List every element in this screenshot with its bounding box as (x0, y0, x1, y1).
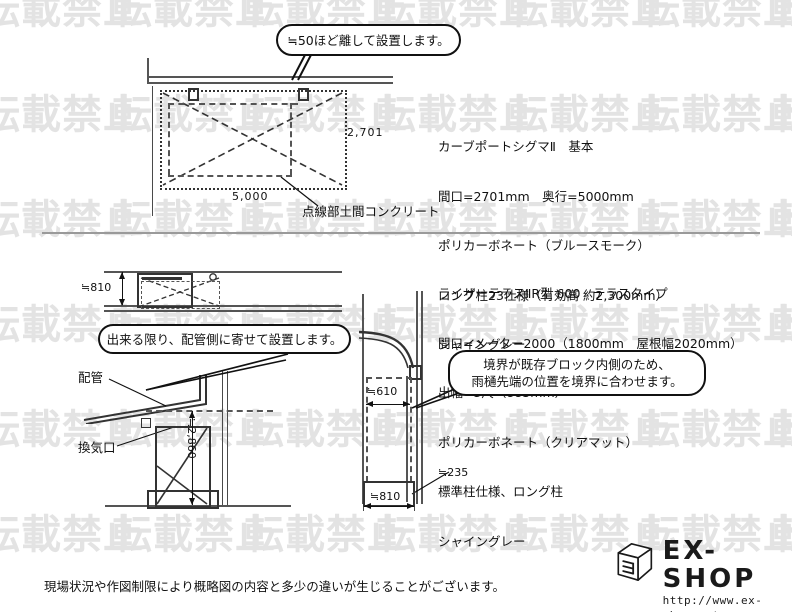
dim-810b-arrow-left (364, 503, 371, 509)
spec-carport-line5: シャイングレー (438, 337, 526, 352)
dim-235-label: ≒235 (438, 466, 469, 479)
top-callout-tail (291, 52, 313, 81)
elevation-label-pipe: 配管 (78, 370, 104, 385)
terrace-plan-unit-box (137, 273, 193, 308)
watermark-text: 転載禁止 (0, 0, 144, 33)
spec-carport-line3: ポリカーボネート（ブルースモーク） (438, 238, 650, 253)
plan-cross-diagonals (162, 92, 343, 186)
dim-810-line (122, 272, 123, 305)
spec-carport-line2: 間口=2701mm 奥行=5000mm (438, 188, 634, 204)
watermark-text: 転載禁止 (772, 305, 792, 345)
elevation-vent-leader (116, 426, 175, 447)
dim-2860-label: ≒2,860 (185, 418, 198, 459)
section-divider (42, 232, 760, 234)
watermark-text: 転載禁止 (112, 197, 276, 243)
watermark-text: 転載禁止 (508, 0, 672, 33)
callout-boundary: 境界が既存ブロック内側のため、 雨樋先端の位置を境界に合わせます。 (448, 350, 706, 396)
watermark-text: 転載禁止 (772, 0, 792, 30)
dim-2860-arrow-down (189, 498, 195, 505)
spec-terrace: ライザーテラスⅡR型 600 テラスタイプ 間口=メーター2000（1800mm… (438, 253, 743, 583)
plan-post-right (298, 88, 309, 101)
dim-810b-dimline (364, 506, 414, 507)
plan-roof-edge-vertical (290, 103, 292, 175)
dim-810b-label: ≒810 (370, 490, 401, 503)
terrace-plan-wall-bottom-a (104, 305, 342, 307)
terrace-plan-cross (140, 277, 220, 307)
spec-terrace-line1: ライザーテラスⅡR型 600 テラスタイプ (438, 286, 668, 301)
plan-dim-depth-label: 2,701 (347, 126, 384, 139)
section-terrace-roof-curve (358, 330, 415, 369)
watermark-text: 転載禁止 (244, 407, 408, 453)
watermark-text: 転載禁止 (112, 0, 276, 33)
watermark-text: 転載禁止 (0, 92, 144, 138)
dim-610-line (366, 404, 410, 405)
plan-carport-outline (160, 90, 347, 190)
callout-pipe-side-tail (145, 353, 289, 391)
dim-610-arrow-left (366, 401, 373, 407)
spec-terrace-line5: 標準柱仕様、ロング柱 (438, 484, 564, 499)
spec-terrace-line6: シャイングレー (438, 533, 526, 549)
footer-line1: 現場状況や作図制限により概略図の内容と多少の違いが生じることがございます。 (44, 579, 506, 594)
elevation-reference-line-a (222, 371, 223, 505)
plan-boundary-wall-left-return (147, 58, 149, 82)
box-cube-icon (617, 543, 653, 581)
terrace-plan-downpipe-circle (209, 273, 217, 281)
watermark-text: 転載禁止 (772, 410, 792, 450)
elevation-pipe-lines (83, 375, 207, 424)
plan-concrete-note: 点線部土間コンクリート (302, 204, 440, 219)
spec-terrace-line2: 間口=メーター2000（1800mm 屋根幅2020mm） (438, 335, 743, 351)
plan-roof-edge-dashed-bottom (168, 175, 292, 177)
callout-top-distance: ≒50ほど離して設置します。 (276, 24, 461, 56)
footer-note: 現場状況や作図制限により概略図の内容と多少の違いが生じることがございます。 施工… (44, 537, 505, 612)
watermark-text: 転載禁止 (640, 0, 792, 33)
elevation-reference-line-b (227, 371, 228, 505)
logo-url[interactable]: http://www.ex-shop.net (662, 594, 763, 612)
plan-dim-width-label: 5,000 (232, 190, 269, 203)
watermark-text: 転載禁止 (0, 197, 144, 243)
section-block-wall-a (416, 291, 418, 504)
elevation-post-footing (147, 490, 219, 509)
section-dashed-right (410, 377, 412, 482)
dim-610-arrow-right (403, 401, 410, 407)
elevation-terrace-roof-dashed (146, 410, 273, 412)
section-dashed-top (366, 377, 412, 379)
terrace-plan-roof-dashed (141, 281, 220, 309)
dim-810b-arrow-right (407, 503, 414, 509)
terrace-plan-wall-top (104, 271, 342, 273)
dim-810-arrow-down (119, 299, 125, 306)
elevation-vent-opening (141, 418, 151, 428)
elevation-pipe-leader (108, 378, 167, 407)
dim-235-leader (411, 471, 450, 495)
dim-810-arrow-up (119, 272, 125, 279)
terrace-plan-wall-bottom-b (104, 310, 342, 312)
plan-boundary-wall-outer (147, 76, 393, 78)
elevation-label-vent: 換気口 (78, 440, 116, 455)
plan-roof-edge-dashed (168, 103, 298, 105)
section-house-wall (362, 294, 364, 504)
callout-pipe-side: 出来る限り、配管側に寄せて設置します。 (98, 324, 351, 354)
section-gutter-box (409, 365, 422, 380)
plan-left-reference-line (152, 86, 153, 216)
plan-post-left (188, 88, 199, 101)
watermark-text: 転載禁止 (772, 95, 792, 135)
dim-610-label: ≒610 (367, 385, 398, 398)
plan-roof-edge-vertical-left (168, 103, 170, 175)
spec-carport-line4: ロング柱23仕様（有効高 約2,300mm） (438, 287, 669, 303)
plan-boundary-wall-inner (147, 82, 393, 84)
spec-carport-line1: カーブポートシグマⅡ 基本 (438, 139, 594, 154)
dim-810-label: ≒810 (81, 281, 112, 294)
section-terrace-post (406, 376, 408, 502)
section-block-wall-b (421, 291, 423, 504)
section-dashed-left (366, 377, 368, 482)
spec-carport: カーブポートシグマⅡ 基本 間口=2701mm 奥行=5000mm ポリカーボネ… (438, 106, 668, 387)
dim-2860-arrow-up (189, 411, 195, 418)
terrace-plan-unit-topbar (142, 277, 182, 280)
plan-concrete-leader (280, 176, 319, 207)
spec-terrace-line4: ポリカーボネート（クリアマット） (438, 434, 639, 450)
logo-brand-name: EX-SHOP (662, 536, 757, 594)
ex-shop-logo: EX-SHOP http://www.ex-shop.net 担当：角田 (615, 537, 792, 612)
dim-2860-line (192, 411, 193, 505)
watermark-text: 転載禁止 (772, 200, 792, 240)
